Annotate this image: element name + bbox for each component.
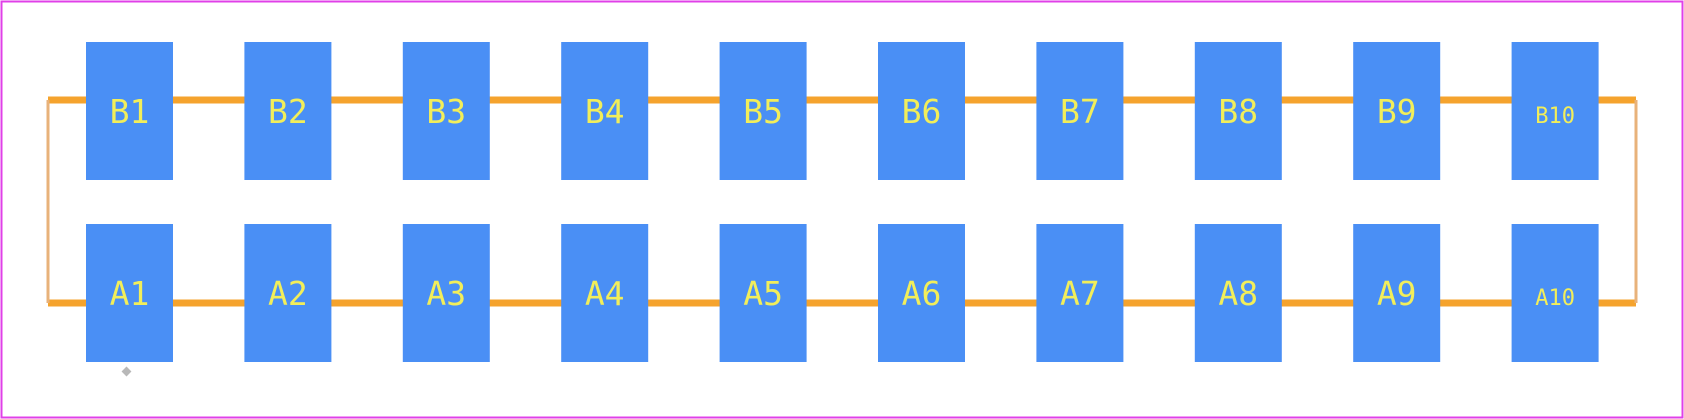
pad-label: B3 <box>426 92 466 131</box>
pad-b9 <box>1353 42 1441 180</box>
pad-label: B6 <box>902 92 942 131</box>
pad-b7 <box>1036 42 1124 180</box>
pad-a5 <box>719 224 807 362</box>
pad-a7 <box>1036 224 1124 362</box>
pad-b5 <box>719 42 807 180</box>
pad-label: B9 <box>1377 92 1417 131</box>
pad-label: A7 <box>1060 274 1100 313</box>
pad-a9 <box>1353 224 1441 362</box>
pad-a6 <box>878 224 965 362</box>
pad-label: B8 <box>1218 92 1258 131</box>
pad-label: A9 <box>1377 274 1417 313</box>
pin1-dot-icon <box>121 366 132 377</box>
pad-label: A4 <box>585 274 625 313</box>
pad-label: B7 <box>1060 92 1100 131</box>
pad-a3 <box>402 224 490 362</box>
pad-b3 <box>402 42 490 180</box>
pad-a10 <box>1511 224 1599 362</box>
pad-a8 <box>1194 224 1282 362</box>
pad-label: B2 <box>268 92 308 131</box>
pad-label: B4 <box>585 92 625 131</box>
pad-label: A10 <box>1535 286 1575 311</box>
pad-b8 <box>1194 42 1282 180</box>
pad-label: B10 <box>1535 104 1575 129</box>
pad-b4 <box>561 42 649 180</box>
pad-a1 <box>86 224 173 362</box>
pad-b2 <box>244 42 332 180</box>
pad-label: B1 <box>110 92 150 131</box>
pad-label: A5 <box>743 274 783 313</box>
pad-label: B5 <box>743 92 783 131</box>
pad-label: A8 <box>1218 274 1258 313</box>
pad-b6 <box>878 42 965 180</box>
pad-a4 <box>561 224 649 362</box>
pad-b1 <box>86 42 173 180</box>
pad-b10 <box>1511 42 1599 180</box>
pad-label: A1 <box>110 274 150 313</box>
pad-label: A6 <box>902 274 942 313</box>
pad-label: A3 <box>426 274 466 313</box>
pad-a2 <box>244 224 332 362</box>
pad-label: A2 <box>268 274 308 313</box>
